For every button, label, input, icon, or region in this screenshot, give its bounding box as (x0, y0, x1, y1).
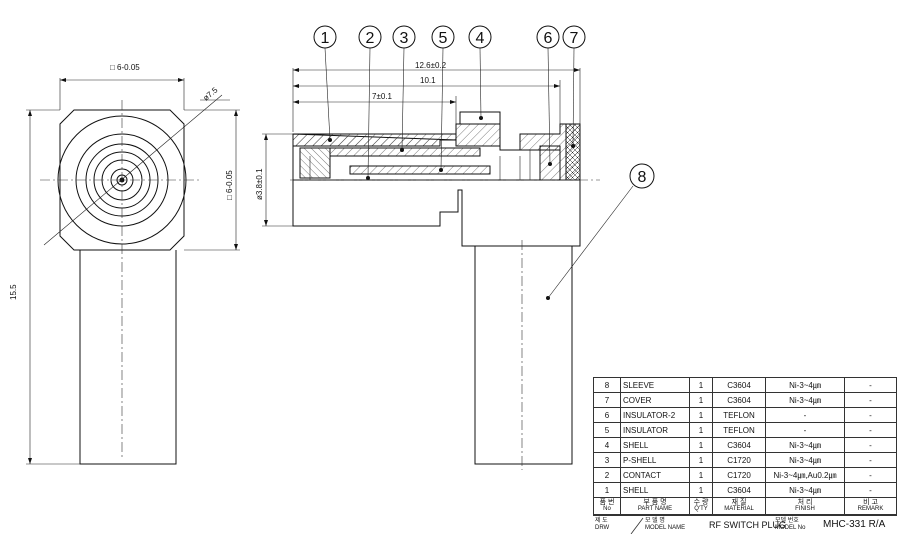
balloon-2: 2 (358, 25, 382, 49)
stem-outline (79, 250, 177, 465)
bom-cell-no: 2 (593, 467, 621, 483)
bom-cell-finish: Ni-3~4㎛ (765, 437, 845, 453)
square-width-dimension: □ 6-0.05 (110, 63, 140, 72)
sleeve-outline (474, 246, 573, 465)
balloon-5: 5 (431, 25, 455, 49)
bom-cell-remark: - (844, 437, 897, 453)
bom-cell-no: 3 (593, 452, 621, 468)
bom-cell-material: TEFLON (712, 407, 766, 423)
bom-cell-material: C3604 (712, 437, 766, 453)
bom-cell-part: SHELL (620, 437, 690, 453)
balloon-4: 4 (468, 25, 492, 49)
bom-cell-part: SHELL (620, 482, 690, 498)
bom-cell-finish: Ni-3~4㎛ (765, 452, 845, 468)
bom-cell-qty: 1 (689, 437, 713, 453)
balloon-8: 8 (629, 163, 655, 189)
bom-cell-part: INSULATOR-2 (620, 407, 690, 423)
bom-cell-remark: - (844, 467, 897, 483)
bom-cell-remark: - (844, 482, 897, 498)
bom-cell-finish: - (765, 422, 845, 438)
bom-cell-no: 8 (593, 377, 621, 393)
svg-text:7: 7 (570, 30, 579, 47)
square-height-dimension: □ 6-0.05 (225, 170, 234, 200)
bom-cell-qty: 1 (689, 377, 713, 393)
balloon-1: 1 (313, 25, 337, 49)
balloon-3: 3 (392, 25, 416, 49)
svg-text:8: 8 (638, 169, 647, 186)
pin-diameter-dimension: ø3.8±0.1 (255, 168, 264, 200)
front-view: □ 6-0.05 ø7.5 □ 6-0.05 15.5 (9, 63, 240, 465)
overall-length-dimension: 12.6±0.2 (415, 61, 447, 70)
bom-cell-finish: Ni-3~4㎛,Au0.2㎛ (765, 467, 845, 483)
bom-cell-qty: 1 (689, 407, 713, 423)
bom-cell-material: TEFLON (712, 422, 766, 438)
svg-text:1: 1 (321, 30, 330, 47)
bom-cell-remark: - (844, 452, 897, 468)
bom-cell-no: 6 (593, 407, 621, 423)
bom-cell-finish: Ni-3~4㎛ (765, 482, 845, 498)
bom-cell-qty: 1 (689, 452, 713, 468)
bom-cell-material: C3604 (712, 392, 766, 408)
svg-text:2: 2 (366, 30, 375, 47)
bom-cell-material: C1720 (712, 467, 766, 483)
bom-cell-part: CONTACT (620, 467, 690, 483)
bom-cell-remark: - (844, 422, 897, 438)
model-name-value: RF SWITCH PLUG (709, 520, 787, 530)
bom-cell-finish: Ni-3~4㎛ (765, 392, 845, 408)
bom-cell-material: C3604 (712, 482, 766, 498)
length-10-dimension: 10.1 (420, 76, 436, 85)
svg-text:3: 3 (400, 30, 409, 47)
bom-cell-remark: - (844, 392, 897, 408)
bom-cell-part: SLEEVE (620, 377, 690, 393)
bom-cell-part: INSULATOR (620, 422, 690, 438)
svg-text:6: 6 (544, 30, 553, 47)
bom-cell-part: P-SHELL (620, 452, 690, 468)
bom-cell-no: 7 (593, 392, 621, 408)
bom-cell-no: 4 (593, 437, 621, 453)
total-height-dimension: 15.5 (9, 284, 18, 300)
bom-cell-material: C1720 (712, 452, 766, 468)
bom-cell-no: 1 (593, 482, 621, 498)
bom-cell-remark: - (844, 407, 897, 423)
bom-cell-finish: - (765, 407, 845, 423)
bom-cell-qty: 1 (689, 392, 713, 408)
bom-cell-qty: 1 (689, 422, 713, 438)
model-no-value: MHC-331 R/A (823, 519, 886, 530)
svg-text:5: 5 (439, 30, 448, 47)
square-head-outline (59, 109, 185, 251)
bom-cell-finish: Ni-3~4㎛ (765, 377, 845, 393)
bom-cell-qty: 1 (689, 482, 713, 498)
bom-cell-no: 5 (593, 422, 621, 438)
balloon-7: 7 (562, 25, 586, 49)
section-view: 12.6±0.2 10.1 7±0.1 ø3.8±0.1 (255, 25, 655, 470)
bom-cell-part: COVER (620, 392, 690, 408)
balloon-6: 6 (536, 25, 560, 49)
length-7-dimension: 7±0.1 (372, 92, 393, 101)
bom-cell-remark: - (844, 377, 897, 393)
bom-cell-qty: 1 (689, 467, 713, 483)
bom-cell-material: C3604 (712, 377, 766, 393)
svg-text:4: 4 (476, 30, 485, 47)
